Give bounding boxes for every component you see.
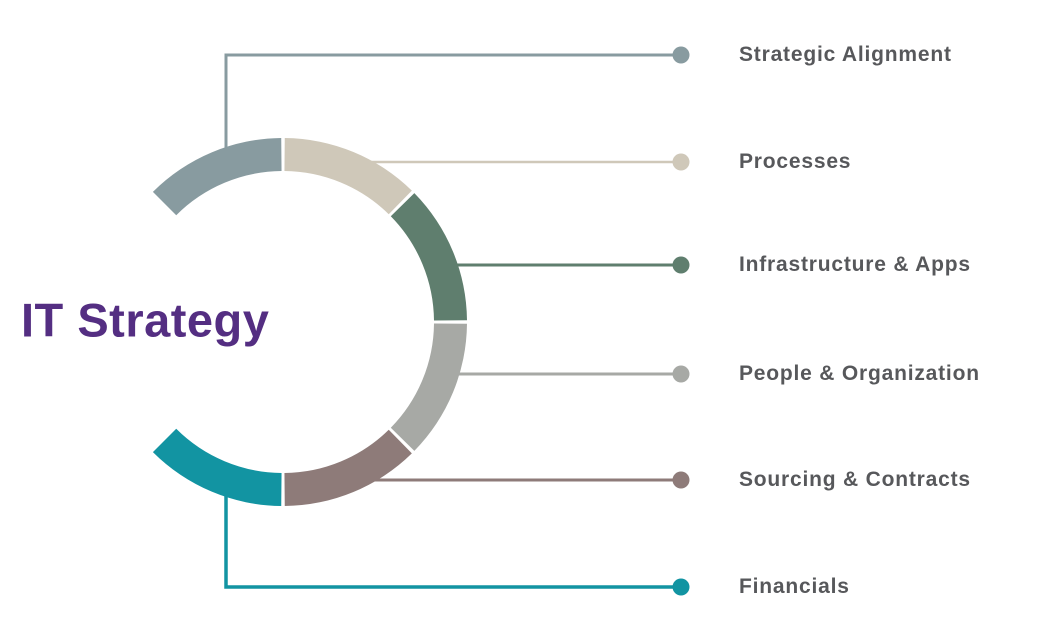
- connector-line-strategic-alignment: [224, 53, 681, 160]
- dot-strategic-alignment: [672, 46, 690, 64]
- segment-label-infrastructure-apps: Infrastructure & Apps: [739, 253, 971, 276]
- diagram-title: IT Strategy: [21, 293, 270, 347]
- ring-segment-sourcing-contracts: [284, 429, 412, 506]
- ring-segment-financials: [152, 428, 282, 506]
- dot-infrastructure-apps: [672, 256, 690, 274]
- segment-label-processes: Processes: [739, 150, 852, 173]
- dot-processes: [672, 153, 690, 171]
- ring-segment-strategic-alignment: [152, 138, 282, 216]
- segment-label-sourcing-contracts: Sourcing & Contracts: [739, 468, 971, 491]
- dot-people-organization: [672, 365, 690, 383]
- dot-sourcing-contracts: [672, 471, 690, 489]
- ring-segment-processes: [284, 138, 412, 215]
- segment-label-people-organization: People & Organization: [739, 362, 980, 385]
- ring-segment-people-organization: [390, 323, 467, 451]
- segment-label-financials: Financials: [739, 575, 850, 598]
- dot-financials: [672, 578, 690, 596]
- segment-label-strategic-alignment: Strategic Alignment: [739, 43, 952, 66]
- connector-line-financials: [224, 484, 681, 589]
- ring-segment-infrastructure-apps: [390, 193, 467, 321]
